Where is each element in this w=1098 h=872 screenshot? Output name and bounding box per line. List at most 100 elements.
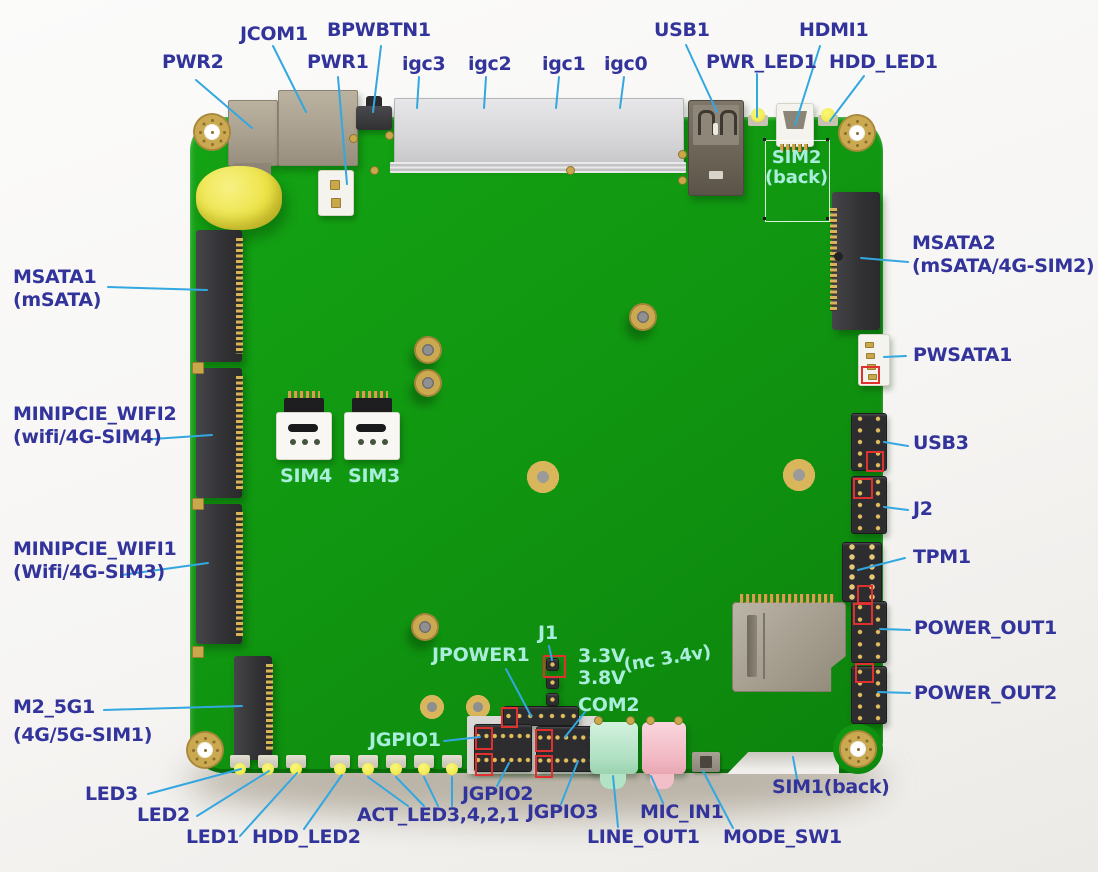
standoff-post [414, 336, 442, 364]
sim4-pins [288, 391, 320, 399]
mic-in1-jack [642, 722, 686, 774]
minipcie-wifi1-socket [196, 504, 243, 644]
jack-pin [674, 716, 683, 725]
mount-pad [465, 694, 491, 720]
fiducial-dot [826, 138, 829, 141]
label-mode-sw1: MODE_SW1 [723, 826, 842, 848]
mounting-hole [838, 114, 876, 152]
hdmi-opening [783, 111, 807, 129]
pin1-marker-pwsata1 [861, 366, 880, 384]
label-igc2: igc2 [468, 53, 512, 75]
minipcie-wifi1-pins [236, 512, 243, 636]
act-led4-led [386, 755, 406, 775]
line-out1-jack [590, 722, 638, 774]
pwr1-connector [318, 170, 354, 216]
label-j2: J2 [913, 498, 933, 520]
pin1-marker-com2-top [535, 729, 553, 752]
usb-tongue [713, 123, 718, 135]
label-pwr-led1: PWR_LED1 [706, 51, 817, 73]
label-led3: LED3 [85, 783, 138, 805]
label-3v8: 3.8V [578, 667, 626, 689]
fiducial-dot [826, 217, 829, 220]
mount-pad [782, 458, 816, 492]
usb3-header [851, 413, 887, 471]
label-pwr1: PWR1 [307, 51, 369, 73]
jpower1-header [503, 706, 579, 726]
label-act-leds: ACT_LED3,4,2,1 [357, 804, 520, 826]
sd-slot-edge [763, 613, 765, 679]
label-usb1: USB1 [654, 19, 710, 41]
screw-pad [678, 150, 687, 159]
pin1-marker-jpower1 [501, 707, 518, 728]
msata2-socket [830, 192, 880, 330]
label-power-out1: POWER_OUT1 [914, 617, 1057, 639]
led1-led [286, 755, 306, 775]
label-msata1: MSATA1 [13, 266, 97, 288]
pin1-marker-j2 [853, 478, 873, 499]
label-igc0: igc0 [604, 53, 648, 75]
label-pwsata1: PWSATA1 [913, 344, 1013, 366]
label-power-out2: POWER_OUT2 [914, 682, 1057, 704]
label-igc3: igc3 [402, 53, 446, 75]
sim3-socket [344, 391, 400, 460]
label-mic-in1: MIC_IN1 [640, 801, 724, 823]
label-3v3: 3.3V [578, 645, 626, 667]
minipcie-wifi2-socket [196, 368, 243, 498]
hdmi1-pins [780, 144, 810, 152]
pin1-marker-jgpio1-bottom [475, 753, 493, 776]
mounting-hole [193, 113, 231, 151]
act-led1-led [442, 755, 462, 775]
label-msata2-sub: (mSATA/4G-SIM2) [912, 255, 1095, 277]
label-sim1: SIM1(back) [772, 776, 890, 798]
jack-pin [646, 716, 655, 725]
label-jgpio1: JGPIO1 [369, 729, 441, 751]
j1-jumper-pin [546, 693, 559, 706]
label-jcom1: JCOM1 [240, 23, 308, 45]
screw-pad [385, 131, 394, 140]
standoff-post [629, 303, 657, 331]
j1-jumper-pin [546, 676, 559, 689]
fiducial-dot [763, 138, 766, 141]
label-sim2: SIM2 (back) [765, 148, 828, 188]
label-msata2: MSATA2 [912, 232, 996, 254]
jack-pin [594, 716, 603, 725]
label-hdd-led1: HDD_LED1 [829, 51, 938, 73]
j1-jumper-pin [546, 658, 559, 671]
sd-slot-pins [740, 594, 836, 603]
label-led2: LED2 [137, 804, 190, 826]
msata1-socket [196, 230, 243, 362]
standoff-post [411, 613, 439, 641]
screw-pad [678, 176, 687, 185]
label-minipcie-wifi1-sub: (Wifi/4G-SIM3) [13, 561, 165, 583]
msata2-pins [830, 208, 837, 312]
label-hdmi1: HDMI1 [799, 19, 869, 41]
screw-pad [370, 166, 379, 175]
label-jgpio3: JGPIO3 [527, 801, 599, 823]
mount-tab [192, 498, 204, 510]
label-sim4: SIM4 [280, 465, 333, 487]
mode-sw1-switch [692, 752, 720, 772]
label-usb3: USB3 [913, 432, 969, 454]
j2-header [851, 476, 887, 534]
pwr1-pin [330, 180, 340, 190]
sim2-region-outline [765, 140, 830, 222]
label-j1: J1 [538, 622, 558, 644]
usb1-latch [709, 171, 723, 179]
label-bpwbtn1: BPWBTN1 [327, 19, 431, 41]
led2-led [258, 755, 278, 775]
pwr1-pin [331, 198, 341, 208]
label-led1: LED1 [186, 826, 239, 848]
label-minipcie-wifi2: MINIPCIE_WIFI2 [13, 403, 177, 425]
label-m2-5g1-sub: (4G/5G-SIM1) [13, 724, 153, 746]
minipcie-wifi2-pins [236, 376, 243, 490]
standoff-post [414, 369, 442, 397]
mounting-hole [186, 731, 224, 769]
label-pwr2: PWR2 [162, 51, 224, 73]
act-led3-led [358, 755, 378, 775]
m2-5g1-socket [234, 656, 273, 760]
pin1-marker-jgpio1-top [475, 727, 493, 750]
pin1-marker-j1 [543, 655, 566, 678]
ethernet-shield-base [390, 162, 686, 173]
power-out1-header [851, 601, 887, 663]
